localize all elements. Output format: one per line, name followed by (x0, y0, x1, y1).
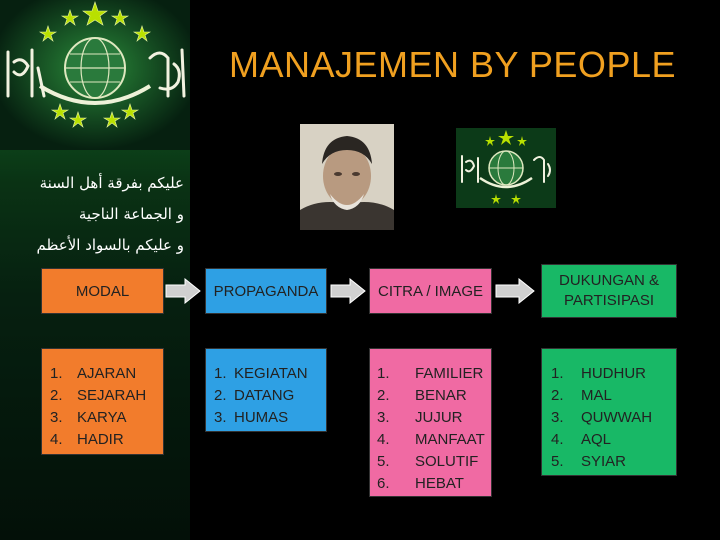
globe-icon (65, 38, 125, 98)
list-item: 1.KEGIATAN (214, 363, 326, 385)
arabic-line: و عليكم بالسواد الأعظم (8, 230, 184, 261)
arrow-right-icon (330, 278, 366, 304)
header-modal: MODAL (41, 268, 164, 314)
list-modal: 1.AJARAN 2.SEJARAH 3.KARYA 4.HADIR (41, 348, 164, 455)
list-item: 6.HEBAT (377, 473, 491, 495)
list-item: 3.JUJUR (377, 407, 491, 429)
arabic-line: عليكم بفرقة أهل السنة (8, 168, 184, 199)
header-label: PROPAGANDA (214, 283, 319, 300)
nu-emblem-small-icon (456, 128, 556, 208)
list-item: 4.HADIR (50, 429, 163, 451)
arabic-text: عليكم بفرقة أهل السنة و الجماعة الناجية … (8, 168, 184, 261)
header-label: MODAL (76, 283, 129, 300)
list-item: 3.KARYA (50, 407, 163, 429)
header-dukungan: DUKUNGAN & PARTISIPASI (541, 264, 677, 318)
list-item: 1.HUDHUR (551, 363, 676, 385)
nu-emblem-icon (0, 0, 190, 150)
page-title: MANAJEMEN BY PEOPLE (205, 44, 700, 86)
list-item: 5.SYIAR (551, 451, 676, 473)
list-item: 1.FAMILIER (377, 363, 491, 385)
list-item: 2.SEJARAH (50, 385, 163, 407)
list-dukungan: 1.HUDHUR 2.MAL 3.QUWWAH 4.AQL 5.SYIAR (541, 348, 677, 476)
list-item: 5.SOLUTIF (377, 451, 491, 473)
list-citra: 1.FAMILIER 2.BENAR 3.JUJUR 4.MANFAAT 5.S… (369, 348, 492, 497)
list-item: 4.MANFAAT (377, 429, 491, 451)
arrow-right-icon (495, 278, 535, 304)
list-item: 1.AJARAN (50, 363, 163, 385)
list-item: 4.AQL (551, 429, 676, 451)
portrait-photo (300, 124, 394, 230)
list-item: 2.MAL (551, 385, 676, 407)
header-citra: CITRA / IMAGE (369, 268, 492, 314)
header-label: DUKUNGAN & PARTISIPASI (548, 271, 670, 311)
list-propaganda: 1.KEGIATAN 2.DATANG 3.HUMAS (205, 348, 327, 432)
list-item: 2.DATANG (214, 385, 326, 407)
list-item: 2.BENAR (377, 385, 491, 407)
arabic-line: و الجماعة الناجية (8, 199, 184, 230)
header-label: CITRA / IMAGE (378, 283, 483, 300)
header-propaganda: PROPAGANDA (205, 268, 327, 314)
arrow-right-icon (165, 278, 201, 304)
list-item: 3.HUMAS (214, 407, 326, 429)
list-item: 3.QUWWAH (551, 407, 676, 429)
